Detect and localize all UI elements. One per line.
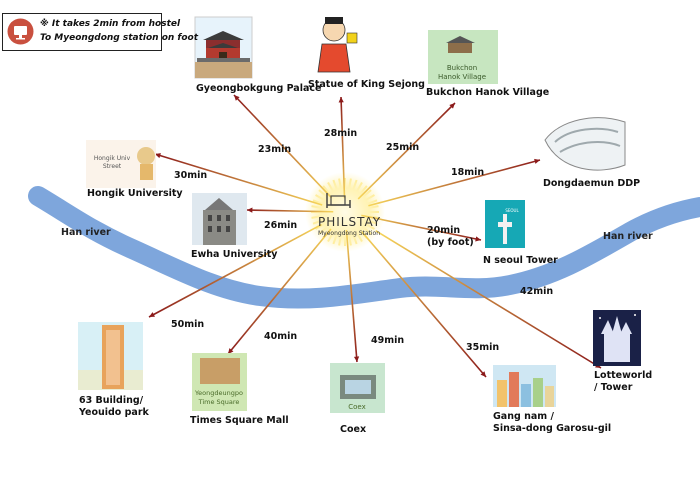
route-arrows [148,94,602,378]
destination-ewha: Ewha University [191,249,278,260]
gyeongbokgung-thumbnail [194,16,253,79]
times-thumb-text-2: Time Square [198,398,240,406]
arrowhead-bukchon [449,103,455,109]
destination-gangnam: Gang nam / Sinsa-dong Garosu-gil [493,411,612,434]
time-king-sejong: 28min [324,128,358,139]
hongik-thumbnail: Hongik Univ Street [86,140,156,188]
time-gyeongbokgung: 23min [258,144,292,155]
hostel-name: PHILSTAY [318,215,382,229]
bukchon-thumb-text-1: Bukchon [447,64,477,72]
hongik-thumb-text-2: Street [103,163,122,170]
tower-thumb-text: SEOUL [505,208,519,213]
times-square-thumbnail: Yeongdeungpo Time Square [192,353,247,411]
destination-king-sejong: Statue of King Sejong [308,79,425,90]
notice-line-2: To Myeongdong station on foot [40,33,199,43]
bukchon-thumbnail: Bukchon Hanok Village [428,30,498,84]
river-label-right: Han river [603,231,653,242]
destination-n-seoul-tower: N seoul Tower [483,255,558,266]
hostel-subtitle: Myeongdong Station [318,230,381,237]
time-times-square: 40min [264,331,298,342]
ddp-thumbnail [544,117,626,171]
coex-thumb-text: Coex [348,403,366,411]
arrowhead-king-sejong [338,97,344,103]
king-sejong-thumbnail [317,17,358,73]
time-coex: 49min [371,335,405,346]
times-thumb-text-1: Yeongdeungpo [194,389,243,397]
arrow-coex [345,229,358,363]
destination-hongik: Hongik University [87,188,183,199]
arrow-king-sejong [340,96,346,199]
arrow-ewha [246,209,334,213]
time-ewha: 26min [264,220,298,231]
notice-line-1: ※ It takes 2min from hostel [40,19,181,29]
time-gangnam: 35min [466,342,500,353]
arrowhead-gyeongbokgung [234,95,240,101]
destination-bukchon: Bukchon Hanok Village [426,87,550,98]
arrow-hongik [154,153,323,206]
arrowhead-hongik [155,153,161,159]
gangnam-thumbnail [493,365,556,407]
n-seoul-tower-thumbnail: SEOUL [485,200,525,248]
hongik-thumb-text-1: Hongik Univ [94,155,131,162]
arrow-gangnam [361,231,487,378]
arrowhead-63-building [149,312,155,317]
time-63-building: 50min [171,319,205,330]
time-ddp: 18min [451,167,485,178]
arrow-n-seoul-tower [361,214,482,241]
arrowhead-n-seoul-tower [475,236,481,242]
destination-times-square: Times Square Mall [190,415,289,426]
monitor-icon [7,18,34,45]
arrow-lotteworld [375,230,602,369]
destination-63-building: 63 Building/ Yeouido park [79,395,149,418]
time-hongik: 30min [174,170,208,181]
arrowhead-ddp [534,158,540,164]
destination-lotteworld: Lotteworld / Tower [594,370,653,393]
arrowhead-ewha [247,207,253,213]
arrowhead-times-square [228,348,234,354]
arrow-gyeongbokgung [233,94,333,199]
arrowhead-gangnam [480,371,486,377]
bed-icon [326,193,351,208]
bukchon-thumb-text-2: Hanok Village [438,73,486,81]
han-river [28,186,700,309]
destination-ddp: Dongdaemun DDP [543,178,641,189]
destination-gyeongbokgung: Gyeongbokgung Palace [196,83,322,94]
river-label-left: Han river [61,227,111,238]
time-bukchon: 25min [386,142,420,153]
arrow-times-square [227,228,332,355]
ewha-thumbnail [192,193,247,245]
coex-thumbnail: Coex [330,363,385,413]
notice-box: ※ It takes 2min from hostel To Myeongdon… [2,13,198,51]
lotteworld-thumbnail [593,310,641,366]
destination-coex: Coex [340,424,367,435]
time-n-seoul-tower: 20min (by foot) [427,225,474,248]
63-building-thumbnail [78,322,143,390]
time-lotteworld: 42min [520,286,554,297]
arrow-63-building [148,223,322,318]
arrow-ddp [368,159,541,207]
arrowhead-coex [353,356,360,362]
arrow-bukchon [357,102,456,200]
